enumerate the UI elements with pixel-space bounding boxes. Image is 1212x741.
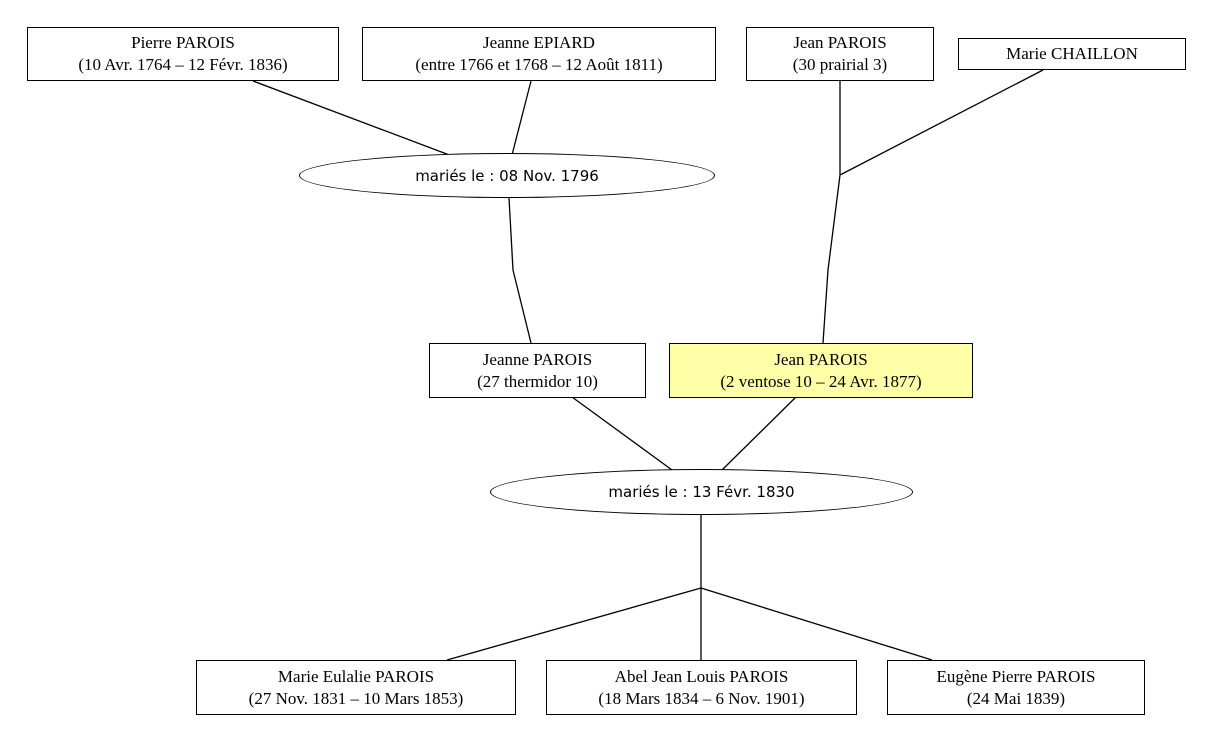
marriage-label: mariés le : 13 Févr. 1830 [608, 483, 795, 501]
person-marie-eulalie-parois[interactable]: Marie Eulalie PAROIS (27 Nov. 1831 – 10 … [196, 660, 516, 715]
person-dates: (18 Mars 1834 – 6 Nov. 1901) [598, 688, 805, 708]
link-pierre-to-marriage-1796 [252, 80, 453, 157]
person-marie-chaillon[interactable]: Marie CHAILLON [958, 38, 1186, 70]
person-dates: (10 Avr. 1764 – 12 Févr. 1836) [78, 55, 288, 74]
person-jeanne-parois[interactable]: Jeanne PAROIS (27 thermidor 10) [429, 343, 646, 398]
person-dates: (27 thermidor 10) [477, 371, 598, 391]
person-pierre-parois[interactable]: Pierre PAROIS (10 Avr. 1764 – 12 Févr. 1… [27, 27, 339, 81]
person-dates: (30 prairial 3) [792, 55, 888, 74]
link-jean-parois-to-marriage-1830 [721, 396, 797, 471]
person-name: Marie Eulalie PAROIS [277, 666, 435, 686]
person-name: Eugène Pierre PAROIS [936, 666, 1096, 686]
link-junction-to-eugene [700, 587, 933, 661]
link-jeanne-epiard-to-marriage-1796 [511, 80, 532, 156]
marriage-1796[interactable]: mariés le : 08 Nov. 1796 [299, 153, 715, 198]
person-name: Pierre PAROIS [131, 33, 235, 52]
person-dates: (27 Nov. 1831 – 10 Mars 1853) [248, 688, 464, 708]
person-name: Jeanne EPIARD [483, 33, 595, 52]
person-dates: (2 ventose 10 – 24 Avr. 1877) [720, 371, 922, 391]
person-eugene-pierre-parois[interactable]: Eugène Pierre PAROIS (24 Mai 1839) [887, 660, 1145, 715]
person-name: Jean PAROIS [793, 33, 887, 52]
link-junction-to-jean-parois [822, 174, 841, 344]
marriage-1830[interactable]: mariés le : 13 Févr. 1830 [490, 469, 913, 515]
person-name: Jeanne PAROIS [482, 349, 593, 369]
link-junction-to-marie-eulalie [446, 587, 702, 661]
person-dates: (entre 1766 et 1768 – 12 Août 1811) [415, 55, 663, 74]
person-jean-parois-root[interactable]: Jean PAROIS (2 ventose 10 – 24 Avr. 1877… [669, 343, 973, 398]
person-abel-jean-louis-parois[interactable]: Abel Jean Louis PAROIS (18 Mars 1834 – 6… [546, 660, 857, 715]
person-dates: (24 Mai 1839) [966, 688, 1066, 708]
person-name: Marie CHAILLON [1006, 44, 1138, 63]
link-marriage-1796-to-jeanne-parois [508, 197, 532, 344]
person-jeanne-epiard[interactable]: Jeanne EPIARD (entre 1766 et 1768 – 12 A… [362, 27, 716, 81]
link-jeanne-parois-to-marriage-1830 [571, 396, 673, 471]
link-marie-chaillon-to-junction [839, 69, 1044, 176]
person-jean-parois-senior[interactable]: Jean PAROIS (30 prairial 3) [746, 27, 934, 81]
person-name: Jean PAROIS [774, 349, 868, 369]
person-name: Abel Jean Louis PAROIS [614, 666, 789, 686]
marriage-label: mariés le : 08 Nov. 1796 [415, 166, 599, 185]
